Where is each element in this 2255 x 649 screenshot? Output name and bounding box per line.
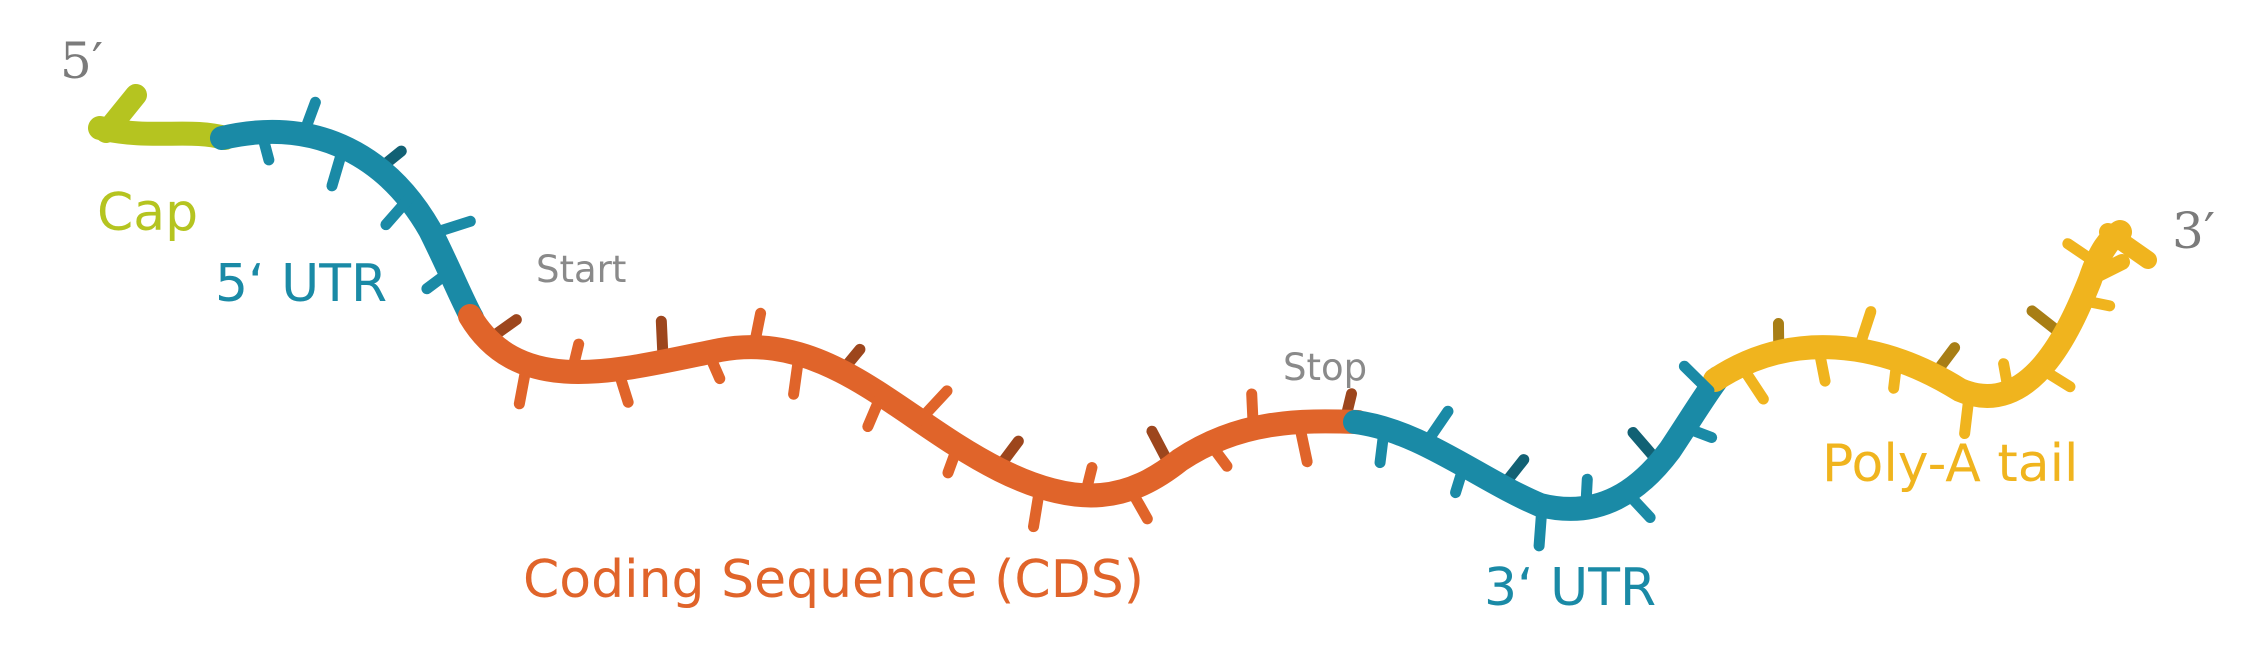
nucleotide-base: [297, 96, 321, 141]
five-prime-label: 5′: [60, 32, 104, 90]
nucleotide-base: [913, 385, 953, 426]
nucleotide-base: [1852, 306, 1877, 356]
nucleotide-base: [1204, 437, 1233, 472]
nucleotide-base: [1735, 359, 1769, 405]
three-prime-end-tick: [2078, 254, 2130, 288]
nucleotide-base: [256, 126, 275, 166]
nucleotide-base: [1959, 387, 1975, 440]
nucleotide-base: [421, 266, 456, 295]
nucleotide-base: [1246, 388, 1259, 434]
three-prime-end-tick: [2099, 223, 2157, 269]
five-prime-end-cap: [95, 84, 147, 143]
nucleotide-base: [326, 141, 349, 192]
utr3-label: 3‘ UTR: [1484, 558, 1657, 618]
nucleotide-base: [1888, 354, 1903, 394]
nucleotide-base: [1812, 341, 1831, 387]
nucleotide-base: [1678, 360, 1715, 397]
nucleotide-base: [1998, 358, 2015, 398]
nucleotide-base: [2076, 294, 2116, 312]
stop-codon-label: Stop: [1283, 346, 1368, 389]
nucleotide-base: [942, 440, 964, 479]
nucleotide-base: [1028, 481, 1046, 533]
polya-segment: [1703, 220, 2132, 408]
nucleotide-base: [1419, 405, 1454, 451]
start-codon-label: Start: [536, 248, 627, 291]
nucleotide-base: [1679, 421, 1718, 444]
nucleotide-base: [862, 389, 887, 433]
cap-label: Cap: [97, 183, 199, 243]
polya-label: Poly-A tail: [1822, 434, 2079, 494]
nucleotide-base: [2035, 363, 2076, 393]
cds-label: Coding Sequence (CDS): [523, 550, 1145, 610]
nucleotide-base: [1450, 459, 1470, 499]
nucleotide-base: [380, 193, 415, 231]
nucleotide-base: [513, 358, 533, 410]
nucleotide-base: [1533, 500, 1548, 552]
three-prime-label: 3′: [2172, 202, 2216, 260]
nucleotide-base: [1580, 473, 1593, 514]
nucleotide-base: [1374, 422, 1390, 469]
mrna-backbone: [88, 116, 2132, 521]
nucleotide-bases-front: [256, 96, 2116, 552]
nucleotide-base: [2062, 238, 2102, 269]
nucleotide-base: [788, 348, 805, 400]
nucleotide-base: [1079, 462, 1098, 501]
utr3-segment: [1343, 366, 1730, 521]
nucleotide-base: [1124, 483, 1153, 525]
nucleotide-base: [566, 338, 585, 378]
nucleotide-base: [1621, 486, 1656, 523]
nucleotide-base: [426, 215, 476, 240]
strand-end-caps: [95, 84, 2157, 288]
nucleotide-base: [748, 307, 767, 353]
nucleotide-base: [702, 346, 726, 385]
utr5-label: 5‘ UTR: [215, 254, 388, 314]
nucleotide-base: [1293, 416, 1313, 468]
nucleotide-base: [612, 363, 634, 408]
